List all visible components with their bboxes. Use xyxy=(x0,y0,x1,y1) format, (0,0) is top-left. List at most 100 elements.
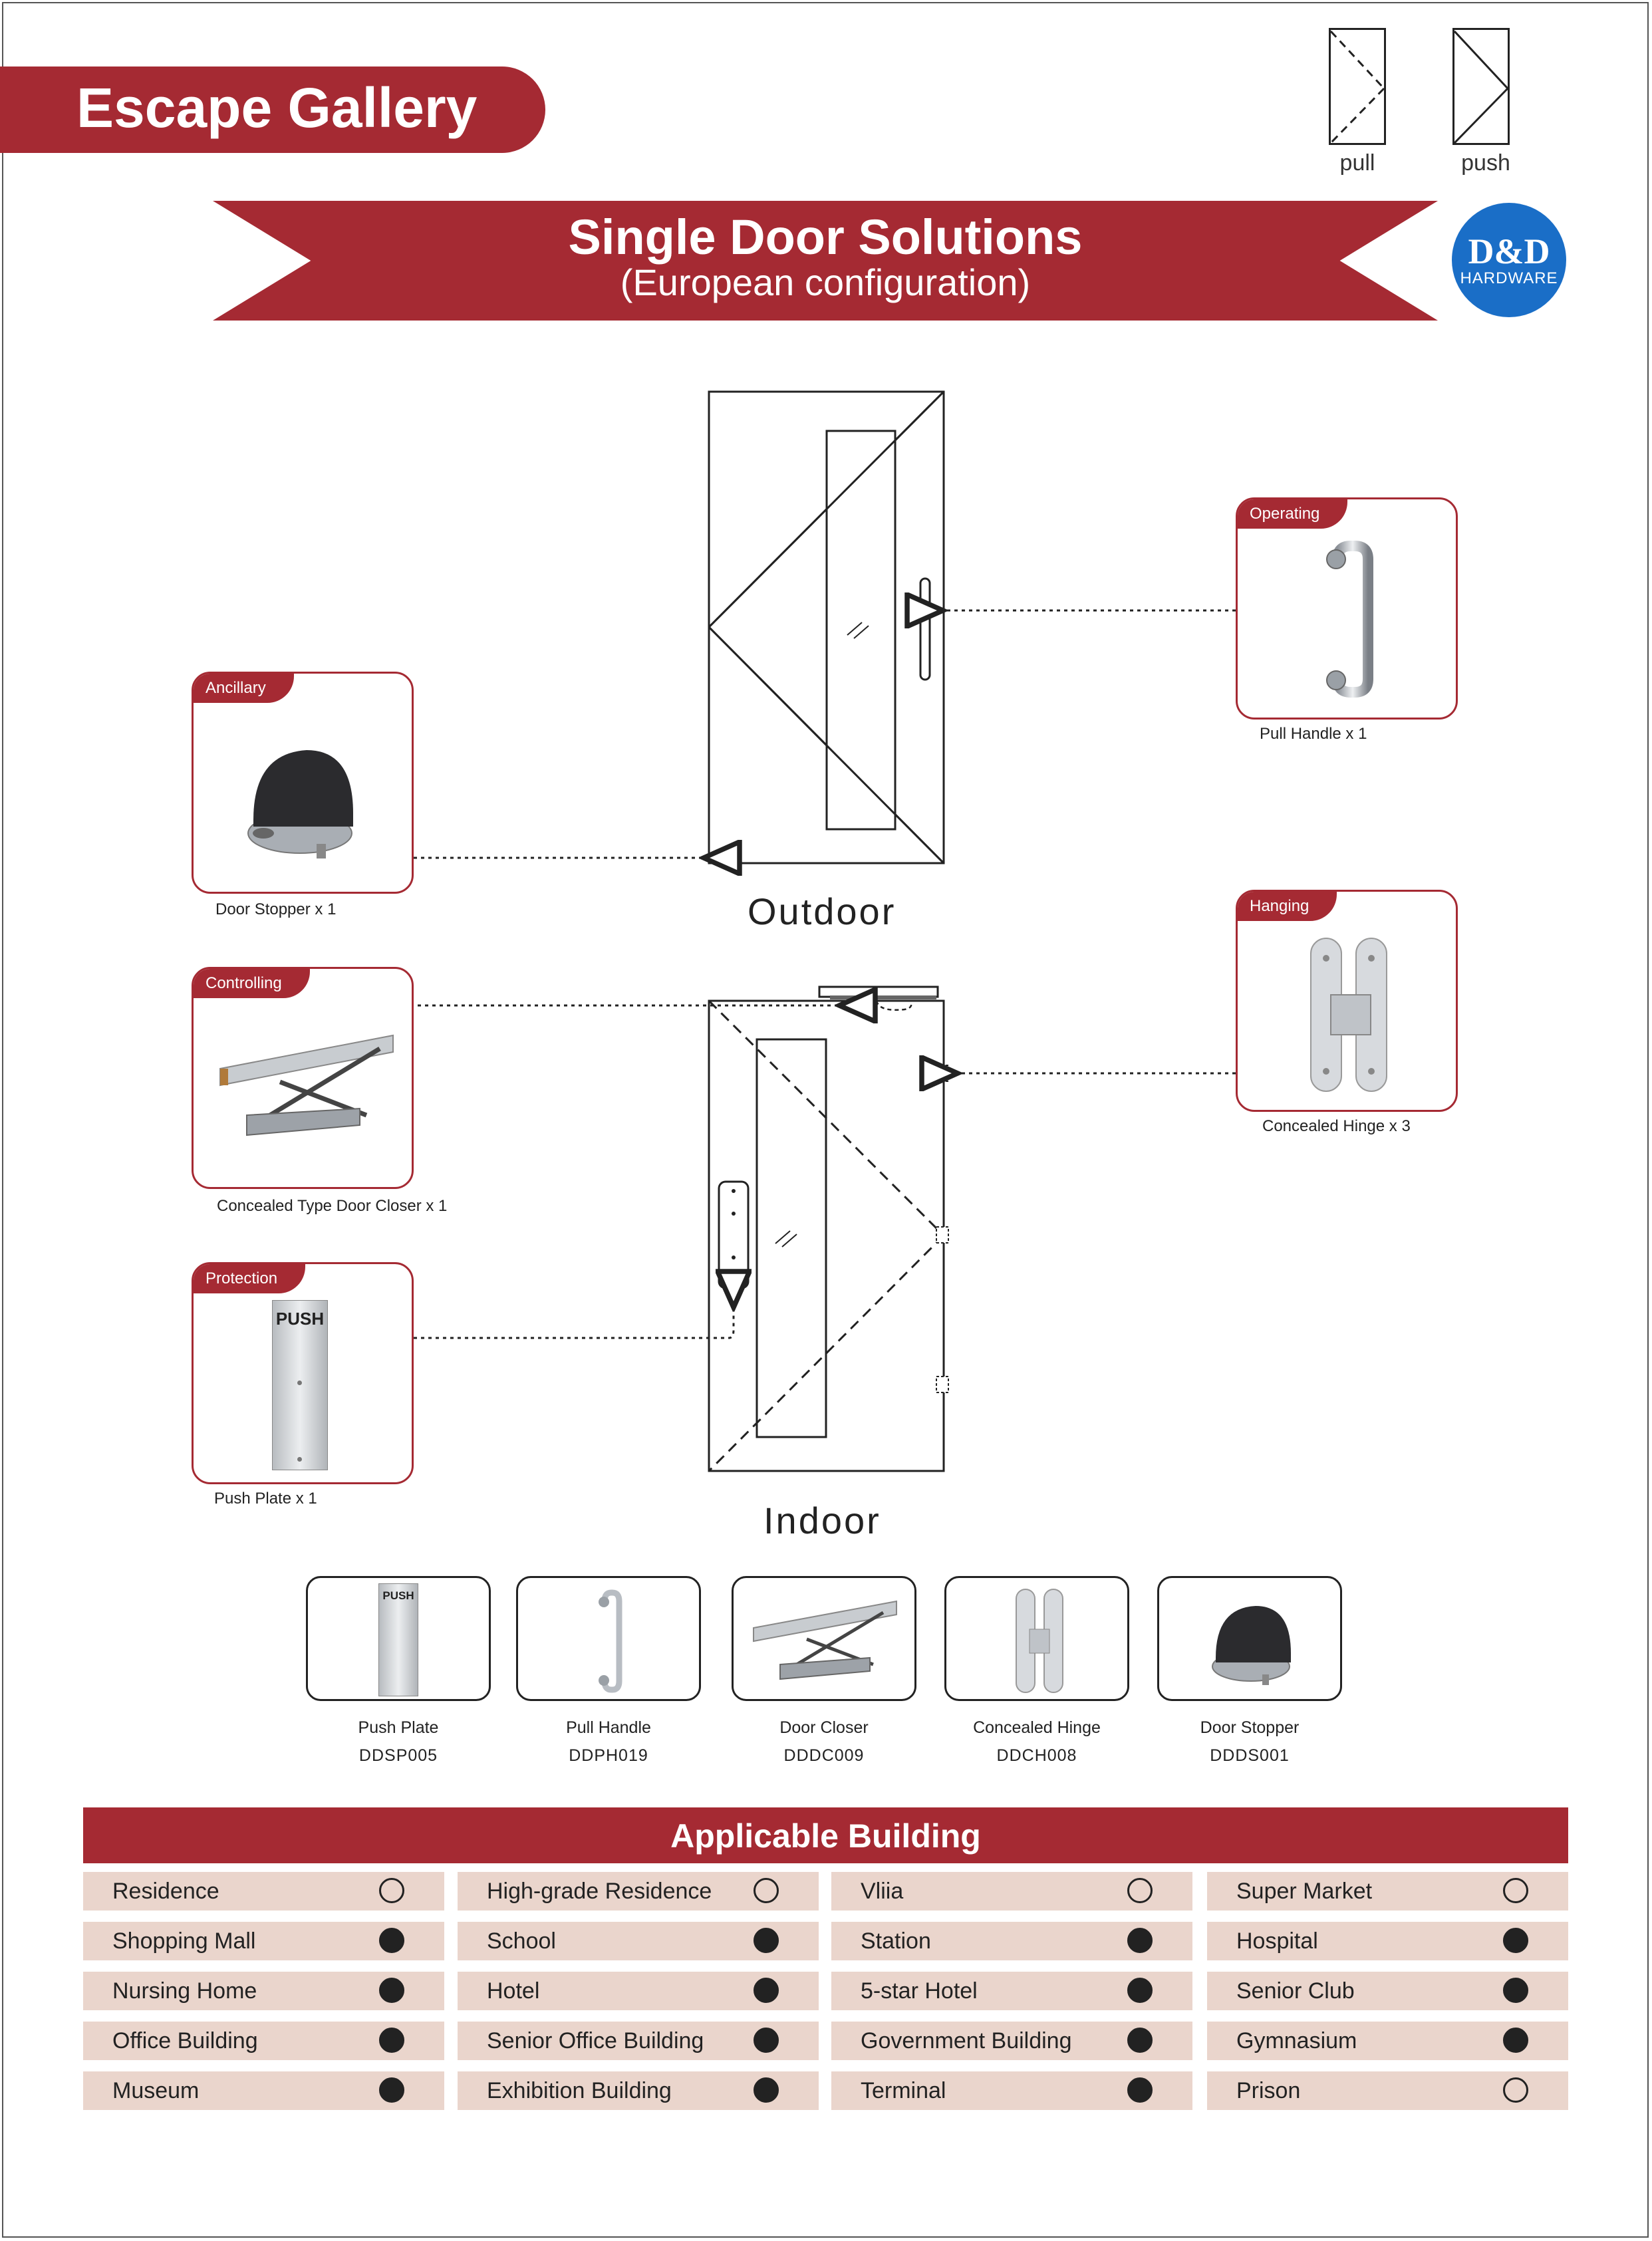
building-cell: School xyxy=(458,1922,819,1960)
product-code: DDDC009 xyxy=(783,1746,865,1765)
applicable-filled-dot-icon xyxy=(379,2028,404,2053)
applicable-filled-dot-icon xyxy=(1127,1978,1153,2003)
controlling-caption: Concealed Type Door Closer x 1 xyxy=(217,1197,448,1215)
building-cell: Hospital xyxy=(1207,1922,1568,1960)
push-legend-label: push xyxy=(1461,150,1510,176)
building-name: Hospital xyxy=(1236,1928,1318,1954)
ancillary-caption: Door Stopper x 1 xyxy=(215,900,337,918)
building-cell: Hotel xyxy=(458,1972,819,2010)
building-name: Nursing Home xyxy=(112,1978,257,2004)
building-cell: Vliia xyxy=(831,1872,1192,1911)
product-name: Pull Handle xyxy=(566,1718,651,1737)
building-name: Super Market xyxy=(1236,1879,1373,1904)
building-name: Vliia xyxy=(861,1879,904,1904)
building-name: Gymnasium xyxy=(1236,2028,1357,2053)
protection-caption: Push Plate x 1 xyxy=(214,1490,317,1508)
logo-text: D&D xyxy=(1468,231,1550,271)
not-applicable-empty-dot-icon xyxy=(754,1878,779,1903)
product-code: DDCH008 xyxy=(996,1746,1077,1765)
door-stopper-icon xyxy=(247,750,353,858)
concealed-hinge-icon xyxy=(1310,938,1387,1092)
building-cell: Government Building xyxy=(831,2022,1192,2060)
building-cell: Nursing Home xyxy=(83,1972,444,2010)
gallery-title: Escape Gallery xyxy=(76,76,478,139)
ribbon-subtitle: (European configuration) xyxy=(620,261,1031,303)
brand-logo: D&D HARDWARE xyxy=(1452,203,1566,317)
applicable-filled-dot-icon xyxy=(379,1928,404,1953)
building-name: Exhibition Building xyxy=(487,2078,672,2103)
controlling-card: Controlling xyxy=(192,967,414,1189)
building-name: Museum xyxy=(112,2078,200,2103)
building-cell: 5-star Hotel xyxy=(831,1972,1192,2010)
product-code: DDPH019 xyxy=(569,1746,648,1765)
building-name: School xyxy=(487,1928,556,1954)
building-cell: Prison xyxy=(1207,2071,1568,2110)
building-name: Office Building xyxy=(112,2028,258,2053)
not-applicable-empty-dot-icon xyxy=(379,1878,404,1903)
hanging-caption: Concealed Hinge x 3 xyxy=(1262,1117,1411,1135)
building-cell: Station xyxy=(831,1922,1192,1960)
applicable-filled-dot-icon xyxy=(1503,1928,1528,1953)
applicable-filled-dot-icon xyxy=(754,1928,779,1953)
product-name: Push Plate xyxy=(358,1718,439,1737)
building-cell: Museum xyxy=(83,2071,444,2110)
building-name: Residence xyxy=(112,1879,219,1904)
protection-card: Protection PUSH xyxy=(192,1262,414,1484)
building-cell: Residence xyxy=(83,1872,444,1911)
push-legend-icon xyxy=(1452,28,1510,145)
building-cell: Super Market xyxy=(1207,1872,1568,1911)
product-thumb-door-stopper[interactable] xyxy=(1157,1576,1342,1701)
applicable-filled-dot-icon xyxy=(754,2028,779,2053)
applicable-filled-dot-icon xyxy=(1503,2028,1528,2053)
building-name: Shopping Mall xyxy=(112,1928,256,1954)
operating-caption: Pull Handle x 1 xyxy=(1260,725,1367,743)
door-closer-icon xyxy=(753,1600,897,1680)
applicable-filled-dot-icon xyxy=(754,2077,779,2103)
building-cell: Terminal xyxy=(831,2071,1192,2110)
product-thumb-concealed-hinge[interactable] xyxy=(944,1576,1129,1701)
building-table-header: Applicable Building xyxy=(83,1807,1568,1863)
building-name: 5-star Hotel xyxy=(861,1978,978,2004)
building-cell: Exhibition Building xyxy=(458,2071,819,2110)
title-ribbon xyxy=(213,201,1438,321)
hanging-tag: Hanging xyxy=(1238,892,1337,921)
thumb-push-text: PUSH xyxy=(382,1589,414,1602)
building-name: Senior Office Building xyxy=(487,2028,704,2053)
push-plate-text: PUSH xyxy=(275,1309,325,1329)
building-cell: Office Building xyxy=(83,2022,444,2060)
applicable-filled-dot-icon xyxy=(379,2077,404,2103)
product-name: Concealed Hinge xyxy=(973,1718,1101,1737)
ancillary-tag: Ancillary xyxy=(194,674,294,703)
product-name: Door Stopper xyxy=(1200,1718,1300,1737)
not-applicable-empty-dot-icon xyxy=(1503,1878,1528,1903)
ribbon-title: Single Door Solutions xyxy=(568,209,1083,265)
product-thumb-door-closer[interactable] xyxy=(732,1576,916,1701)
connector-push-plate xyxy=(414,1307,734,1339)
not-applicable-empty-dot-icon xyxy=(1503,2077,1528,2103)
building-cell: High-grade Residence xyxy=(458,1872,819,1911)
controlling-tag: Controlling xyxy=(194,969,310,998)
not-applicable-empty-dot-icon xyxy=(1127,1878,1153,1903)
door-stopper-icon xyxy=(1212,1606,1291,1685)
building-name: Government Building xyxy=(861,2028,1072,2053)
door-diagram xyxy=(414,390,1236,1472)
building-table-title: Applicable Building xyxy=(670,1817,981,1855)
building-name: Station xyxy=(861,1928,931,1954)
applicable-filled-dot-icon xyxy=(1127,1928,1153,1953)
outdoor-door xyxy=(708,390,945,864)
building-name: Hotel xyxy=(487,1978,540,2004)
building-cell: Senior Office Building xyxy=(458,2022,819,2060)
building-name: Senior Club xyxy=(1236,1978,1355,2004)
logo-subtext: HARDWARE xyxy=(1460,269,1558,287)
building-name: Prison xyxy=(1236,2078,1301,2103)
applicable-filled-dot-icon xyxy=(754,1978,779,2003)
product-thumb-push-plate[interactable]: PUSH xyxy=(306,1576,491,1701)
product-thumb-pull-handle[interactable] xyxy=(516,1576,701,1701)
outdoor-label: Outdoor xyxy=(748,890,896,932)
indoor-door xyxy=(708,986,949,1472)
building-cell: Gymnasium xyxy=(1207,2022,1568,2060)
product-name: Door Closer xyxy=(779,1718,869,1737)
building-cell: Senior Club xyxy=(1207,1972,1568,2010)
protection-tag: Protection xyxy=(194,1264,306,1293)
building-name: High-grade Residence xyxy=(487,1879,712,1904)
